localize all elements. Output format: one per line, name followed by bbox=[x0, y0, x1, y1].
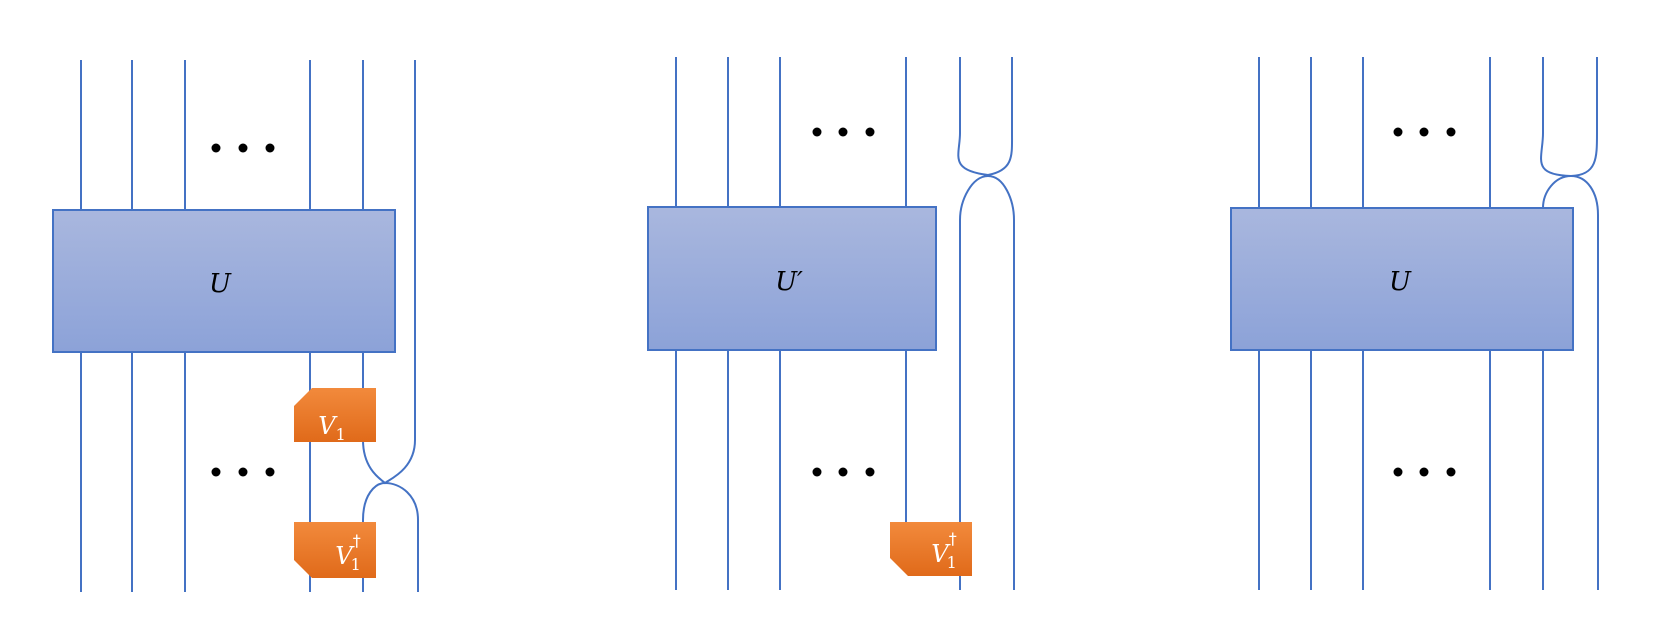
svg-text:V1: V1 bbox=[318, 412, 346, 444]
panel-3-ellipsis-bottom bbox=[1393, 467, 1456, 477]
panel-1-ellipsis-bottom bbox=[211, 467, 275, 477]
panel-2: U′ V1† bbox=[647, 57, 1015, 590]
svg-text:V1†: V1† bbox=[335, 531, 361, 574]
panel-3-ellipsis-top bbox=[1393, 127, 1456, 137]
panel-2-gate-label: U′ bbox=[775, 267, 803, 297]
panel-1-wires bbox=[80, 60, 419, 592]
panel-3-gate-label: U bbox=[1389, 267, 1412, 297]
panel-1-gate-label: U bbox=[209, 269, 232, 299]
panel-2-wires bbox=[675, 57, 1015, 590]
panel-3-wires bbox=[1258, 57, 1599, 590]
panel-2-gate-box bbox=[647, 206, 937, 351]
panel-1-ellipsis-top bbox=[211, 143, 275, 153]
panel-1-tag-v1-dagger: V1† bbox=[294, 522, 376, 578]
panel-2-ellipsis-bottom bbox=[812, 467, 875, 477]
svg-text:V1†: V1† bbox=[931, 529, 957, 572]
panel-3-gate-box bbox=[1230, 207, 1574, 351]
panel-1-tag-v1: V1 bbox=[294, 388, 376, 444]
panel-3: U bbox=[1230, 57, 1599, 590]
panel-2-tag-v1-dagger: V1† bbox=[890, 522, 972, 576]
panel-1-gate-box bbox=[52, 209, 396, 353]
panel-1: U V1 V1† bbox=[52, 60, 419, 592]
panel-2-ellipsis-top bbox=[812, 127, 875, 137]
